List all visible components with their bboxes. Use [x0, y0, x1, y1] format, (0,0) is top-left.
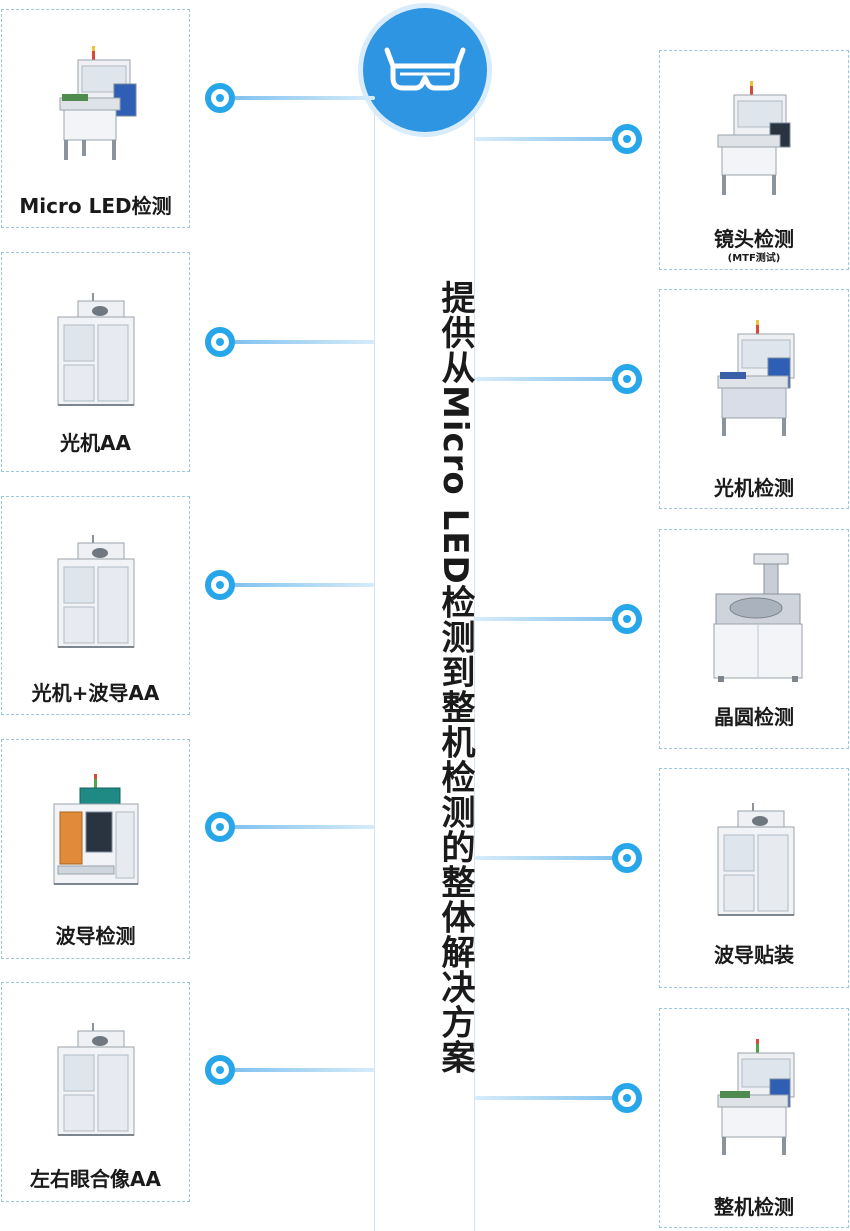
card-sublabel: (MTF测试)	[727, 253, 781, 264]
vr-glasses-icon	[384, 47, 466, 91]
waveguide-inspection-machine-icon	[53, 774, 139, 885]
card-label: 光机检测	[714, 476, 794, 500]
solution-title: 提供从Micro LED检测到整机检测的整体解决方案	[435, 279, 475, 1075]
card-label: 镜头检测	[714, 227, 794, 251]
card-label: Micro LED检测	[19, 194, 172, 218]
card-optical-engine-inspection[interactable]: 光机检测	[659, 289, 849, 509]
cabinet-machine-icon	[57, 535, 135, 648]
connector-line	[475, 377, 627, 381]
card-micro-led-inspection[interactable]: Micro LED检测	[1, 9, 190, 228]
card-label: 晶圆检测	[714, 705, 794, 729]
connector-line	[225, 583, 375, 587]
card-wafer-inspection[interactable]: 晶圆检测	[659, 529, 849, 749]
card-waveguide-mounting[interactable]: 波导贴装	[659, 768, 849, 988]
benchtop-machine-icon	[59, 46, 137, 160]
card-optical-engine-waveguide-aa[interactable]: 光机+波导AA	[1, 496, 190, 715]
card-label: 光机+波导AA	[31, 681, 160, 705]
card-label: 整机检测	[714, 1195, 794, 1219]
card-lens-inspection[interactable]: 镜头检测 (MTF测试)	[659, 50, 849, 270]
card-label: 波导贴装	[714, 943, 794, 967]
connector-node	[612, 1083, 642, 1113]
vr-glasses-logo	[363, 8, 487, 132]
card-waveguide-inspection[interactable]: 波导检测	[1, 739, 190, 959]
benchtop-machine-icon	[717, 81, 791, 195]
connector-node	[205, 83, 235, 113]
cabinet-machine-icon	[717, 803, 795, 916]
card-label: 左右眼合像AA	[30, 1167, 161, 1191]
connector-line	[225, 1068, 375, 1072]
card-label: 光机AA	[60, 431, 131, 455]
benchtop-machine-icon	[717, 320, 795, 436]
cabinet-machine-icon	[57, 1023, 135, 1136]
connector-node	[205, 327, 235, 357]
connector-node	[205, 812, 235, 842]
connector-line	[225, 825, 375, 829]
connector-node	[612, 124, 642, 154]
connector-line	[475, 617, 627, 621]
benchtop-machine-icon	[717, 1039, 795, 1155]
connector-line	[475, 856, 627, 860]
card-label: 波导检测	[55, 924, 136, 948]
center-spine	[374, 100, 475, 1231]
cabinet-machine-icon	[57, 293, 135, 406]
card-binocular-merge-aa[interactable]: 左右眼合像AA	[1, 982, 190, 1202]
connector-line	[475, 137, 627, 141]
connector-node	[612, 843, 642, 873]
connector-node	[612, 604, 642, 634]
connector-node	[205, 1055, 235, 1085]
connector-line	[225, 96, 375, 100]
card-full-unit-inspection[interactable]: 整机检测	[659, 1008, 849, 1228]
connector-line	[475, 1096, 627, 1100]
connector-line	[225, 340, 375, 344]
connector-node	[612, 364, 642, 394]
card-optical-engine-aa[interactable]: 光机AA	[1, 252, 190, 472]
connector-node	[205, 570, 235, 600]
wafer-inspection-machine-icon	[713, 553, 803, 682]
